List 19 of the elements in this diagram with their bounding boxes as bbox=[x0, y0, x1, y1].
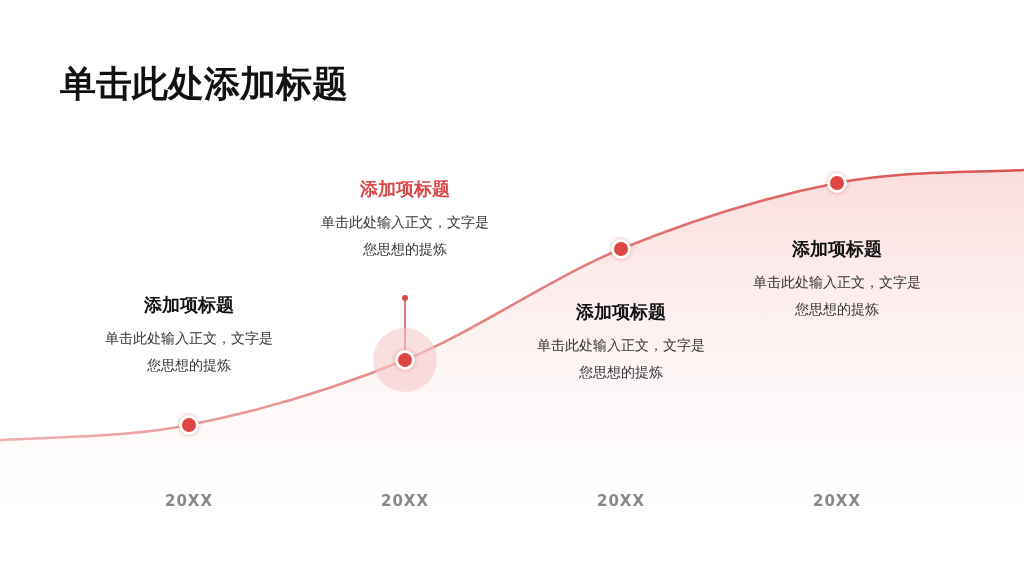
item-heading: 添加项标题 bbox=[359, 177, 451, 201]
leader-line bbox=[404, 300, 406, 351]
year-label: 20XX bbox=[596, 492, 646, 510]
item-description: 单击此处输入正文，文字是您思想的提炼 bbox=[320, 213, 490, 259]
year-label: 20XX bbox=[812, 492, 862, 510]
timeline-dot bbox=[611, 239, 631, 259]
item-description: 单击此处输入正文，文字是您思想的提炼 bbox=[104, 329, 274, 375]
item-description: 单击此处输入正文，文字是您思想的提炼 bbox=[752, 273, 922, 319]
item-description: 单击此处输入正文，文字是您思想的提炼 bbox=[536, 336, 706, 382]
item-heading: 添加项标题 bbox=[575, 300, 667, 324]
timeline-dot bbox=[395, 350, 415, 370]
timeline-dot bbox=[179, 415, 199, 435]
item-heading: 添加项标题 bbox=[143, 293, 235, 317]
year-label: 20XX bbox=[380, 492, 430, 510]
end-dot bbox=[402, 295, 408, 301]
title: 单击此处添加标题 bbox=[60, 62, 348, 106]
timeline-dot bbox=[827, 173, 847, 193]
year-label: 20XX bbox=[164, 492, 214, 510]
item-heading: 添加项标题 bbox=[791, 237, 883, 261]
